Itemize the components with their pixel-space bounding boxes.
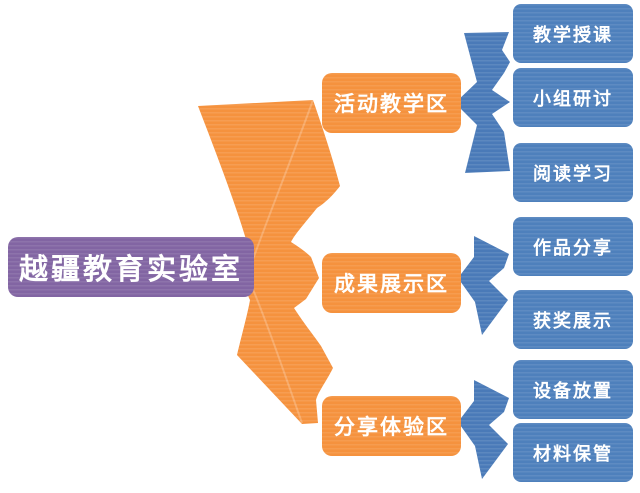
arrow-seam [249, 281, 303, 424]
leaf-node-reading-study[interactable]: 阅读学习 [513, 143, 633, 202]
leaf-node-group-discussion[interactable]: 小组研讨 [513, 68, 633, 127]
leaf-node-label: 教学授课 [533, 24, 613, 45]
branch-node-label: 成果展示区 [334, 273, 449, 296]
branch-node-sharing-experience-area[interactable]: 分享体验区 [322, 396, 461, 456]
branch2-to-leaves-arrow [458, 236, 509, 335]
branch-node-label: 活动教学区 [334, 93, 449, 116]
leaf-node-label: 小组研讨 [533, 88, 613, 109]
branch1-to-leaves-arrow [455, 32, 510, 173]
branch-node-achievement-display-area[interactable]: 成果展示区 [322, 253, 461, 313]
leaf-node-work-sharing[interactable]: 作品分享 [513, 217, 633, 276]
leaf-node-equipment-placement[interactable]: 设备放置 [513, 360, 633, 419]
leaf-node-label: 阅读学习 [533, 163, 613, 184]
leaf-node-material-storage[interactable]: 材料保管 [513, 423, 633, 482]
root-node-label: 越疆教育实验室 [18, 252, 243, 286]
leaf-node-label: 作品分享 [533, 237, 613, 258]
arrow-seam [251, 99, 314, 263]
branch-node-activity-teaching-area[interactable]: 活动教学区 [322, 73, 461, 133]
branch-node-label: 分享体验区 [334, 416, 449, 439]
leaf-node-label: 材料保管 [533, 443, 613, 464]
leaf-node-teaching-lectures[interactable]: 教学授课 [513, 4, 633, 63]
branch3-to-leaves-arrow [458, 380, 509, 479]
leaf-node-label: 获奖展示 [533, 310, 613, 331]
leaf-node-award-display[interactable]: 获奖展示 [513, 290, 633, 349]
leaf-node-label: 设备放置 [533, 380, 613, 401]
root-node[interactable]: 越疆教育实验室 [8, 237, 254, 297]
root-to-branches-arrow [198, 99, 340, 424]
